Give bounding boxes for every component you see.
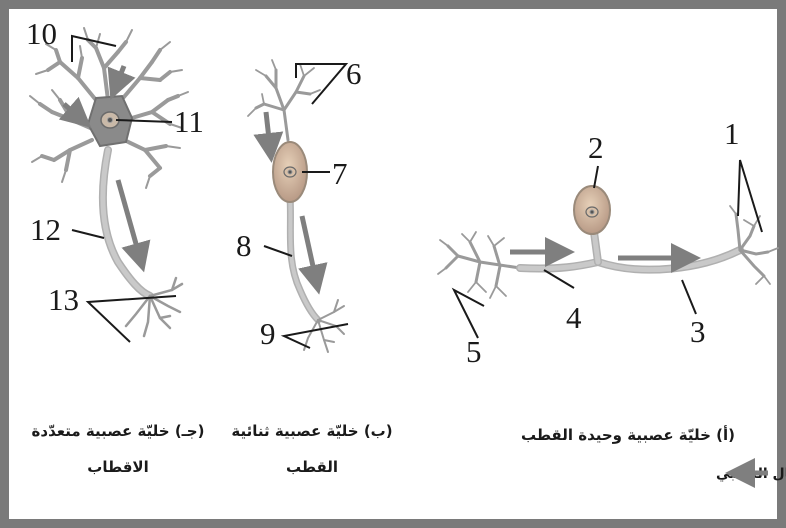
label-12: 12 xyxy=(30,212,61,247)
label-9: 9 xyxy=(260,316,276,351)
caption-bipolar-line2: القطب xyxy=(286,458,338,476)
label-7: 7 xyxy=(332,156,348,191)
unipolar-neuron xyxy=(438,186,778,298)
label-4: 4 xyxy=(566,300,582,335)
label-1: 1 xyxy=(724,116,740,151)
caption-bipolar-line1: (ب) خليّة عصبية ثنائية xyxy=(231,422,392,440)
bipolar-neuron xyxy=(248,60,344,352)
label-10: 10 xyxy=(26,16,57,51)
label-11: 11 xyxy=(174,104,204,139)
caption-multipolar-line2: الاقطاب xyxy=(87,458,148,476)
captions: (جـ) خليّة عصبية متعدّدة الاقطاب (ب) خلي… xyxy=(32,422,786,482)
unipolar-leaders xyxy=(454,160,762,338)
label-6: 6 xyxy=(346,56,362,91)
label-2: 2 xyxy=(588,130,604,165)
label-8: 8 xyxy=(236,228,252,263)
caption-multipolar-line1: (جـ) خليّة عصبية متعدّدة xyxy=(32,422,205,440)
label-5: 5 xyxy=(466,334,482,369)
caption-unipolar: (أ) خليّة عصبية وحيدة القطب xyxy=(521,425,735,444)
label-3: 3 xyxy=(690,314,706,349)
label-13: 13 xyxy=(48,282,79,317)
